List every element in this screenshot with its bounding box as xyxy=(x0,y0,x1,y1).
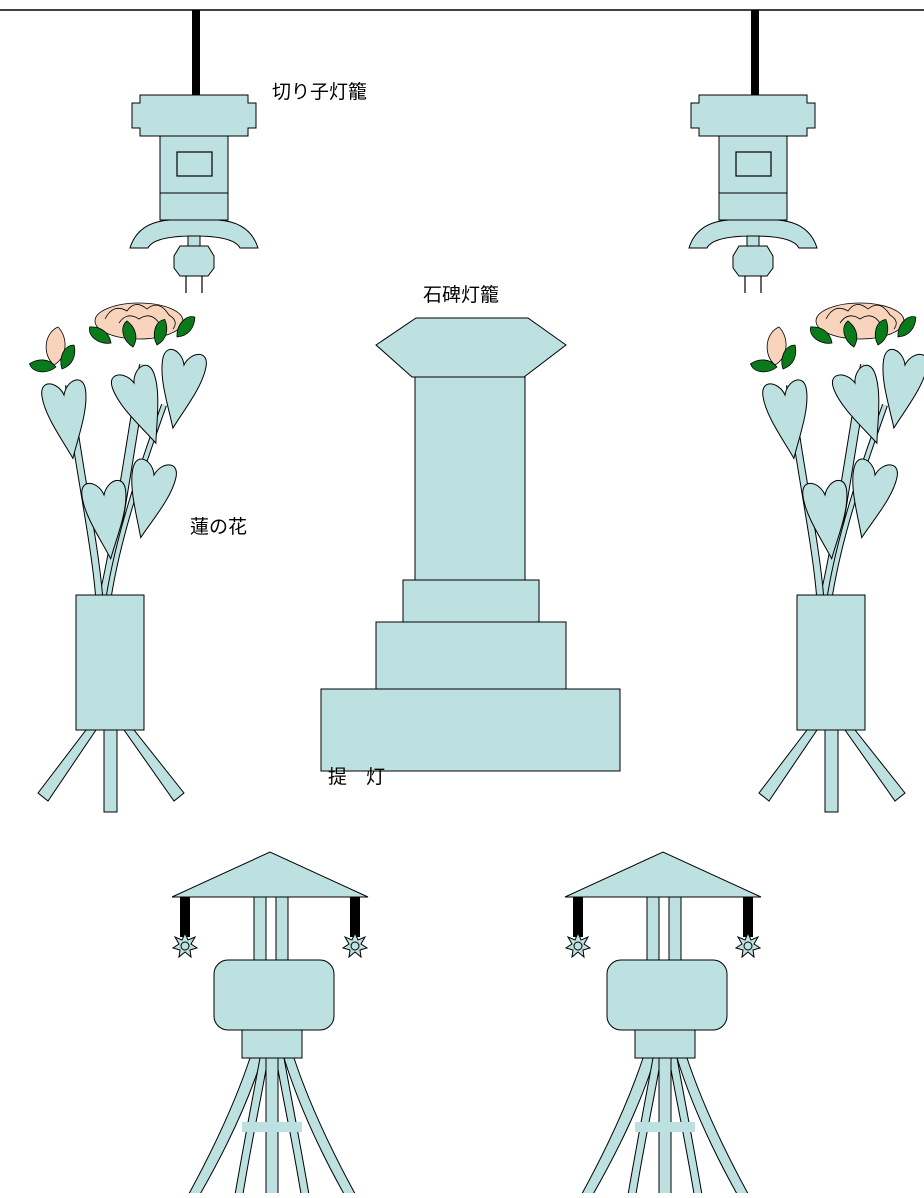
chochin-lantern-icon xyxy=(565,852,765,1193)
kiriko-lantern-icon xyxy=(129,9,259,294)
label-kiriko-lantern: 切り子灯籠 xyxy=(272,81,368,103)
kiriko-lantern-icon xyxy=(688,9,818,294)
stone-monument-lantern-icon xyxy=(320,317,621,772)
chochin-lantern-icon xyxy=(172,852,372,1193)
label-lotus-flower: 蓮の花 xyxy=(190,516,248,538)
label-chochin-lantern: 提 灯 xyxy=(328,766,386,788)
label-stone-monument-lantern: 石碑灯籠 xyxy=(423,284,500,306)
lotus-flower-icon xyxy=(749,303,924,812)
lotus-flower-icon xyxy=(28,303,208,812)
